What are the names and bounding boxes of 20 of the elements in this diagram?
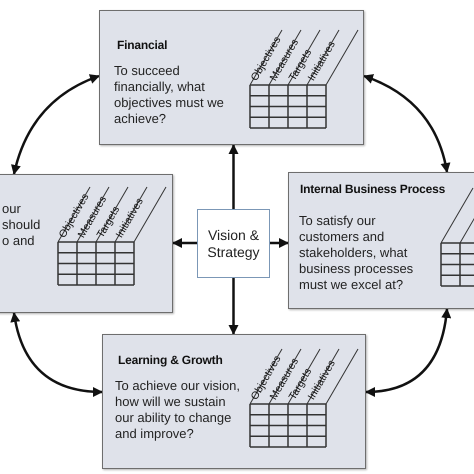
arrow xyxy=(270,238,289,248)
box-text: Vision & Strategy xyxy=(206,226,261,260)
arrow xyxy=(10,312,103,397)
panel-title: Learning & Growth xyxy=(118,353,223,367)
strategy-box xyxy=(197,209,270,278)
panel-question: To succeed financially, what objectives must we achieve? xyxy=(114,63,225,127)
perspective-panel xyxy=(99,10,364,145)
panel-question: To satisfy our customers and stakeholders, what business processes must we excel at? xyxy=(299,213,414,293)
arrow xyxy=(365,308,451,397)
panel-title: Financial xyxy=(117,38,168,52)
perspective-panel xyxy=(288,172,474,309)
panel-title: Internal Business Process xyxy=(300,182,446,196)
arrow xyxy=(11,74,100,175)
arrow xyxy=(172,238,197,248)
panel-question: our should o and xyxy=(2,201,42,249)
arrow xyxy=(228,278,238,335)
arrow xyxy=(363,74,450,173)
panel-question: To achieve our vision, how will we sustain our ability to change and improve? xyxy=(115,378,242,442)
perspective-panel xyxy=(102,334,366,469)
arrow xyxy=(228,144,238,209)
